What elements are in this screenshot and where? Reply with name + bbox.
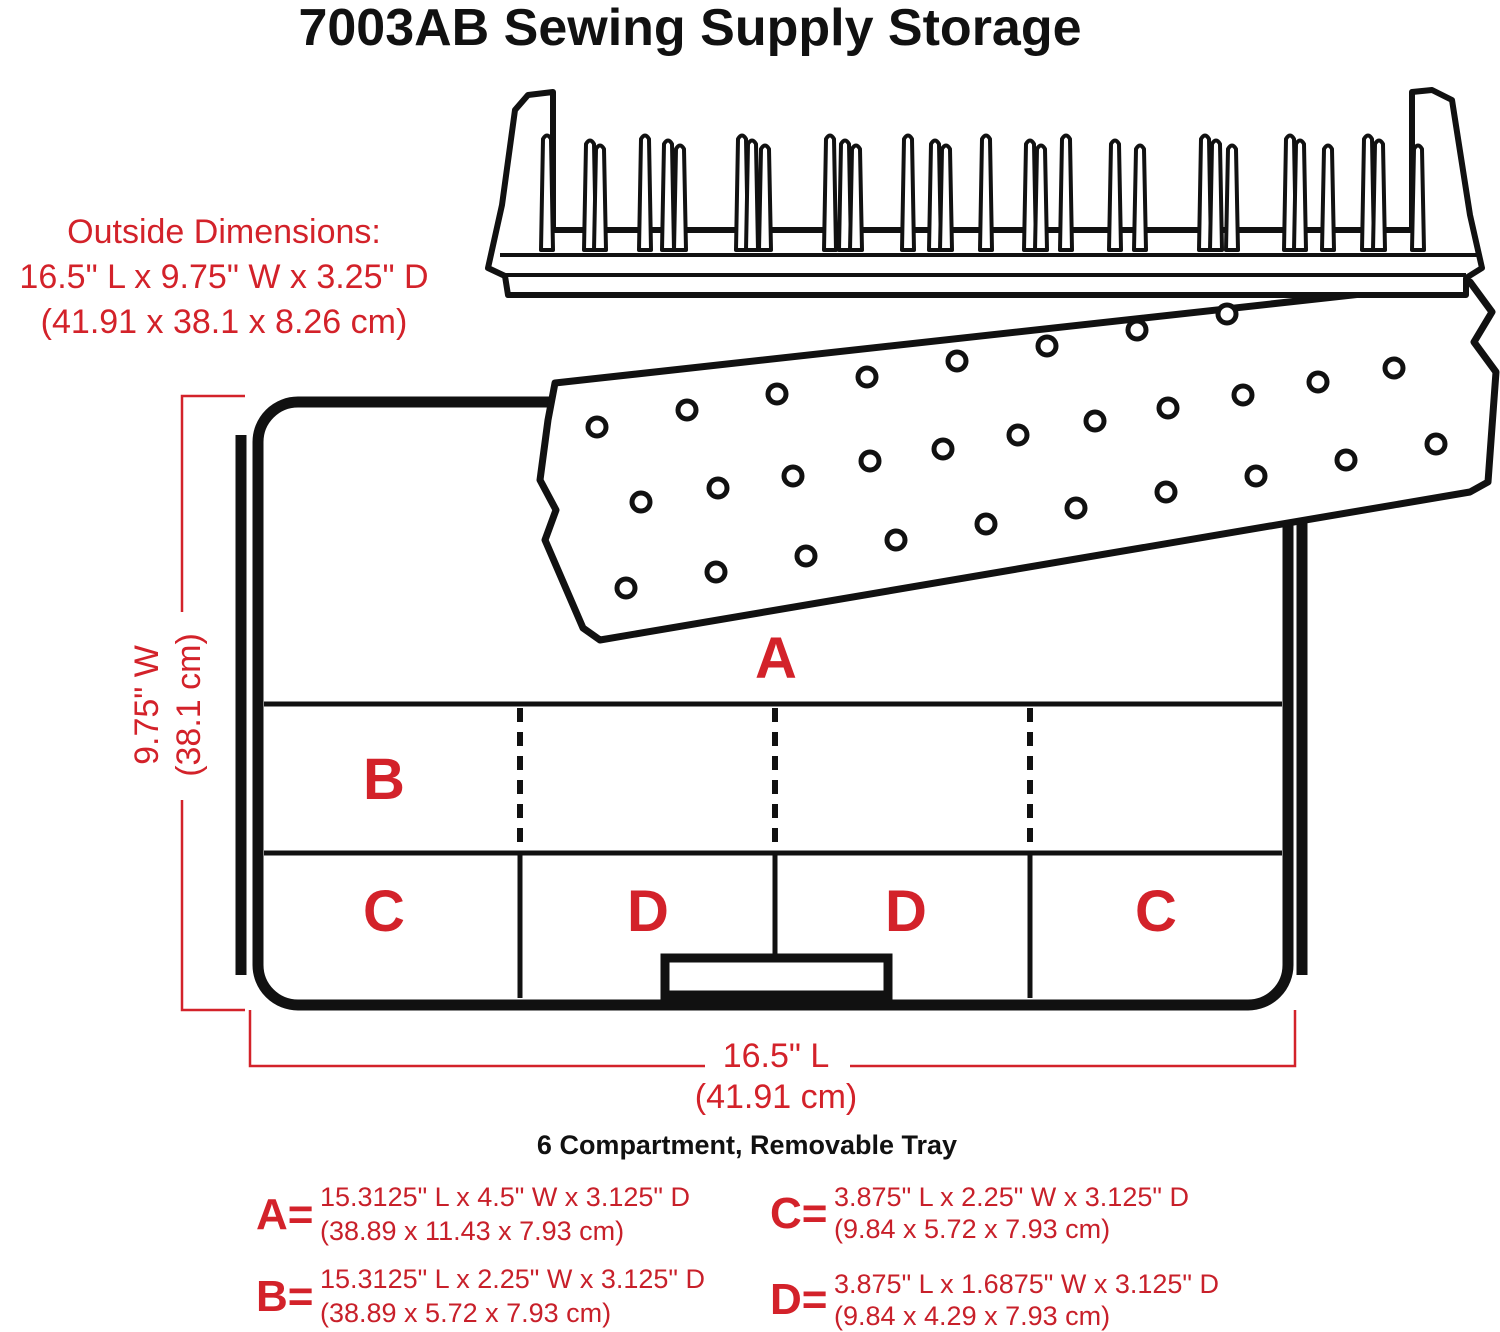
tray-peg <box>848 143 864 252</box>
lid-hole <box>1244 464 1268 488</box>
tray-peg <box>672 143 688 252</box>
lid-hole <box>675 398 699 422</box>
length-dimension-line <box>248 1010 1297 1068</box>
tray-peg <box>1410 143 1426 252</box>
legend-d: D= 3.875" L x 1.6875" W x 3.125" D (9.84… <box>770 1269 1219 1331</box>
tray-peg <box>1224 143 1240 252</box>
tray-peg <box>1292 138 1308 252</box>
tray-peg <box>900 133 916 252</box>
box-handle <box>660 953 893 1000</box>
legend-letter: B= <box>256 1272 313 1321</box>
legend-b: B= 15.3125" L x 2.25" W x 3.125" D (38.8… <box>256 1264 705 1328</box>
tray-peg <box>1208 138 1224 252</box>
tray-peg <box>539 133 555 252</box>
legend-imperial: 15.3125" L x 4.5" W x 3.125" D <box>320 1182 690 1212</box>
legend-metric: (9.84 x 5.72 x 7.93 cm) <box>834 1214 1110 1244</box>
tray-peg <box>822 133 838 252</box>
compartment-c-right-label: C <box>1135 879 1177 944</box>
width-dimension-imperial: 9.75" W <box>128 645 166 765</box>
lid-hole <box>1125 318 1149 342</box>
perforated-lid <box>536 278 1500 644</box>
legend-metric: (9.84 x 4.29 x 7.93 cm) <box>834 1301 1110 1331</box>
lid-hole <box>1306 370 1330 394</box>
lid-hole <box>974 512 998 536</box>
legend-letter: D= <box>770 1275 827 1324</box>
width-dimension-metric: (38.1 cm) <box>170 633 208 777</box>
tray-peg <box>1033 143 1049 252</box>
page-title: 7003AB Sewing Supply Storage <box>298 0 1081 57</box>
lid-hole <box>1424 432 1448 456</box>
outside-dimensions-metric: (41.91 x 38.1 x 8.26 cm) <box>41 303 408 341</box>
lid-hole <box>629 490 653 514</box>
lid-hole <box>585 415 609 439</box>
compartment-d-right-label: D <box>885 879 927 944</box>
tray-peg <box>757 143 773 252</box>
lid-hole <box>794 544 818 568</box>
tray-peg <box>660 138 676 252</box>
lid-hole <box>1083 409 1107 433</box>
legend-imperial: 3.875" L x 2.25" W x 3.125" D <box>834 1182 1189 1212</box>
tray-peg <box>1107 138 1123 252</box>
lid-hole <box>1035 334 1059 358</box>
compartment-b-label: B <box>363 747 405 812</box>
length-dimension-imperial: 16.5" L <box>723 1037 830 1075</box>
length-dimension-metric: (41.91 cm) <box>695 1078 858 1116</box>
compartment-d-left-label: D <box>627 879 669 944</box>
legend-a: A= 15.3125" L x 4.5" W x 3.125" D (38.89… <box>256 1182 690 1246</box>
tray-peg <box>637 133 653 252</box>
tray-peg <box>1197 133 1213 252</box>
tray-peg <box>837 138 853 252</box>
lid-hole <box>1215 302 1239 326</box>
lid-hole <box>1231 383 1255 407</box>
width-dimension-line <box>180 394 245 1012</box>
subtitle: 6 Compartment, Removable Tray <box>537 1130 957 1160</box>
lid-hole <box>1334 448 1358 472</box>
lid-hole <box>781 464 805 488</box>
lid-hole <box>704 560 728 584</box>
legend-letter: A= <box>256 1190 313 1239</box>
lid-hole <box>945 349 969 373</box>
lid-hole <box>1154 480 1178 504</box>
lid-hole <box>884 528 908 552</box>
lid-hole <box>1064 496 1088 520</box>
tray-peg <box>978 133 994 252</box>
outside-dimensions-heading: Outside Dimensions: <box>67 213 381 251</box>
outside-dimensions-imperial: 16.5" L x 9.75" W x 3.25" D <box>19 258 428 296</box>
legend-imperial: 15.3125" L x 2.25" W x 3.125" D <box>320 1264 705 1294</box>
tray-peg <box>744 138 760 252</box>
lid-hole <box>1156 396 1180 420</box>
legend-metric: (38.89 x 11.43 x 7.93 cm) <box>320 1216 624 1246</box>
removable-tray <box>485 87 1485 298</box>
tray-peg <box>592 143 608 252</box>
compartment-c-left-label: C <box>363 879 405 944</box>
compartment-a-label: A <box>755 626 797 691</box>
lid-hole <box>855 365 879 389</box>
legend-letter: C= <box>770 1189 827 1238</box>
tray-peg <box>1360 133 1376 252</box>
tray-peg <box>1371 138 1387 252</box>
tray-peg <box>1022 138 1038 252</box>
tray-peg <box>1320 143 1336 252</box>
lid-hole <box>1382 356 1406 380</box>
tray-peg <box>1132 143 1148 252</box>
legend-metric: (38.89 x 5.72 x 7.93 cm) <box>320 1298 611 1328</box>
lid-hole <box>614 576 638 600</box>
lid-hole <box>1006 423 1030 447</box>
legend-c: C= 3.875" L x 2.25" W x 3.125" D (9.84 x… <box>770 1182 1189 1244</box>
lid-hole <box>706 476 730 500</box>
lid-hole <box>765 382 789 406</box>
lid-hole <box>931 437 955 461</box>
legend-imperial: 3.875" L x 1.6875" W x 3.125" D <box>834 1269 1219 1299</box>
tray-peg <box>938 143 954 252</box>
tray-peg <box>927 138 943 252</box>
tray-peg <box>1058 133 1074 252</box>
lid-hole <box>858 449 882 473</box>
